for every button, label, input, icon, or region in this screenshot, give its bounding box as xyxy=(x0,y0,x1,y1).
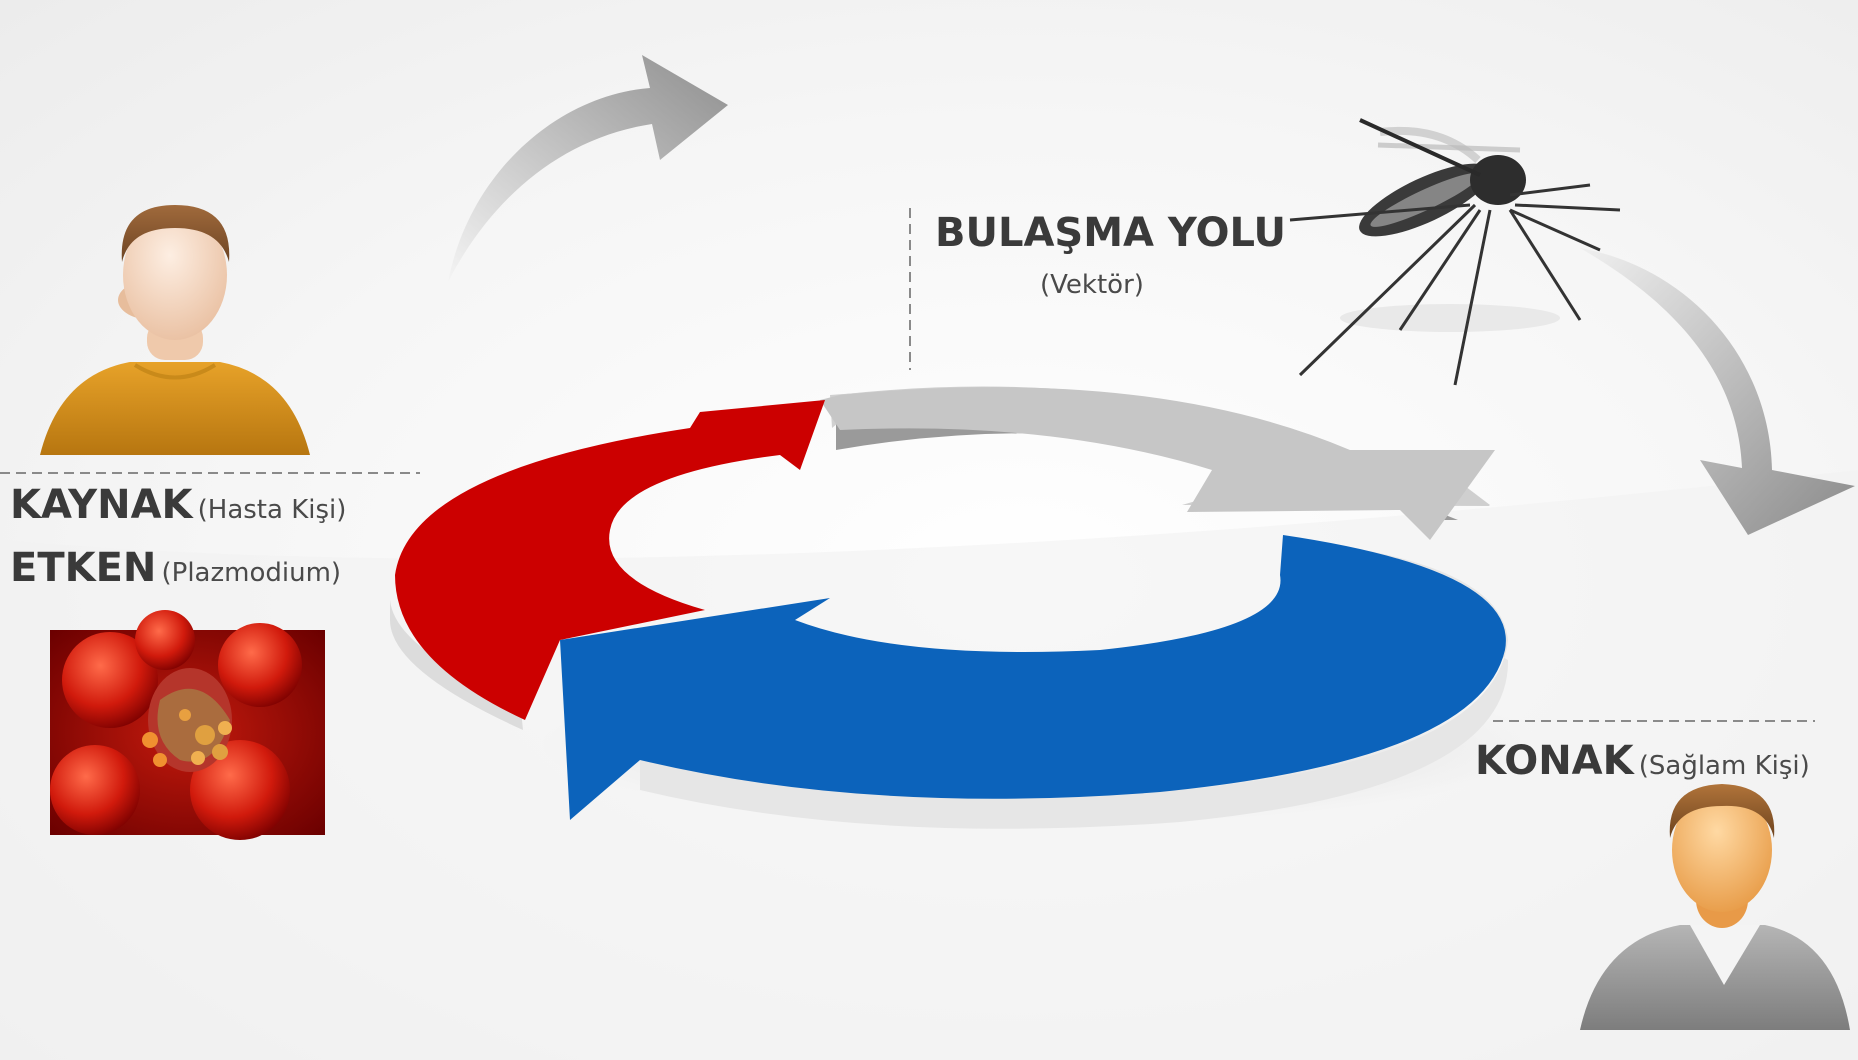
transmission-title: BULAŞMA YOLU xyxy=(935,210,1286,256)
agent-title: ETKEN xyxy=(10,545,156,591)
agent-note: (Plazmodium) xyxy=(162,558,342,588)
host-title: KONAK xyxy=(1475,738,1634,784)
source-title: KAYNAK xyxy=(10,482,193,528)
source-note: (Hasta Kişi) xyxy=(198,495,347,525)
host-label: KONAK (Sağlam Kişi) xyxy=(1475,738,1810,784)
host-note: (Sağlam Kişi) xyxy=(1639,751,1810,781)
mosquito-image xyxy=(1290,120,1620,385)
agent-label: ETKEN (Plazmodium) xyxy=(10,545,341,591)
top-curved-arrow xyxy=(448,55,728,282)
sick-person-icon xyxy=(40,205,310,455)
source-label: KAYNAK (Hasta Kişi) xyxy=(10,482,346,528)
infected-red-blood-cells-image xyxy=(50,610,325,840)
transmission-note: (Vektör) xyxy=(1040,270,1144,300)
